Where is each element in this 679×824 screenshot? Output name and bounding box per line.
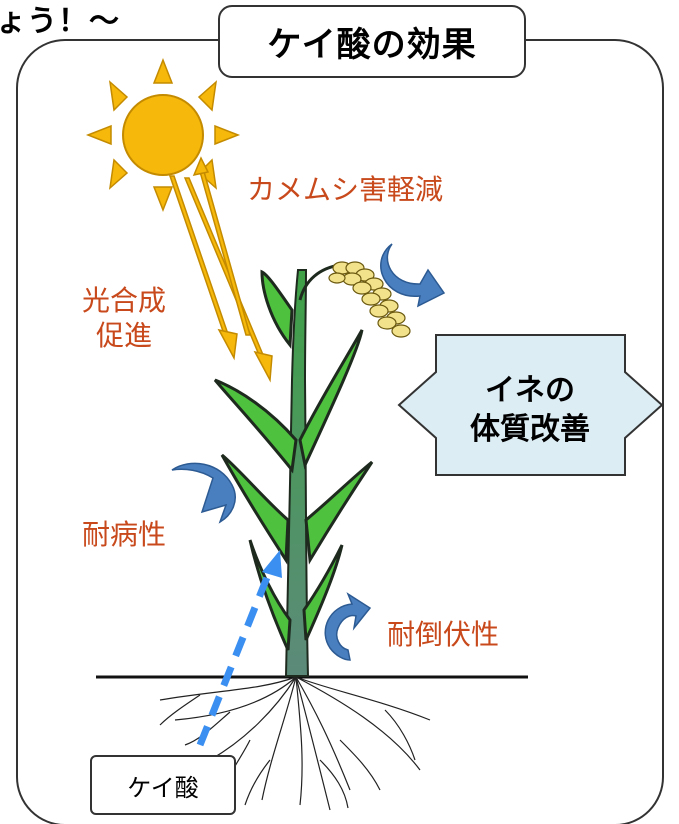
silicic-acid-label: ケイ酸 — [127, 773, 199, 802]
callout-hexagon — [397, 334, 664, 476]
title-text: ケイ酸の効果 — [267, 25, 477, 65]
uptake-arrowhead — [262, 550, 282, 578]
label-pest-reduction: カメムシ害軽減 — [247, 173, 444, 206]
rice-panicle — [298, 261, 411, 338]
label-photosynthesis-line1: 光合成 — [82, 284, 167, 317]
rice-leaves — [213, 269, 374, 651]
label-disease-resistance: 耐病性 — [82, 518, 167, 551]
curved-arrow-icon — [324, 592, 372, 661]
silicic-acid-box: ケイ酸 — [90, 755, 236, 815]
curved-arrow-icon — [380, 243, 446, 308]
callout-line1: イネの — [485, 373, 575, 408]
title-box: ケイ酸の効果 — [218, 5, 526, 78]
callout-line2: 体質改善 — [470, 412, 590, 447]
heading-fragment: ょう！～ — [0, 4, 120, 39]
curved-arrow-icon — [171, 462, 236, 524]
label-photosynthesis-line2: 促進 — [96, 319, 153, 352]
callout-text: イネの 体質改善 — [440, 371, 620, 449]
sun-icon — [85, 57, 241, 213]
label-lodging-resistance: 耐倒伏性 — [387, 618, 500, 651]
sunlight-beams — [168, 156, 273, 383]
